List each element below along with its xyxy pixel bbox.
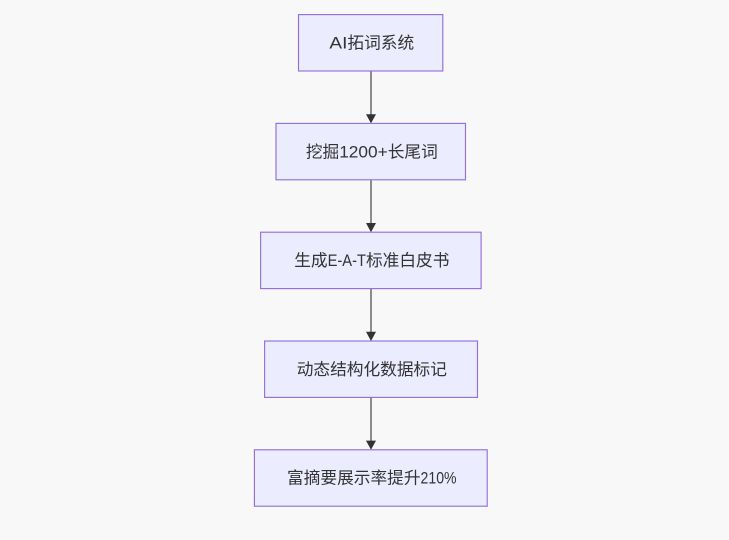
- svg-text:富摘要展示率提升210%: 富摘要展示率提升210%: [287, 469, 457, 488]
- svg-text:AI拓词系统: AI拓词系统: [329, 34, 414, 53]
- svg-text:动态结构化数据标记: 动态结构化数据标记: [297, 360, 447, 379]
- svg-text:生成E-A-T标准白皮书: 生成E-A-T标准白皮书: [294, 251, 449, 270]
- svg-text:挖掘1200+长尾词: 挖掘1200+长尾词: [306, 142, 438, 161]
